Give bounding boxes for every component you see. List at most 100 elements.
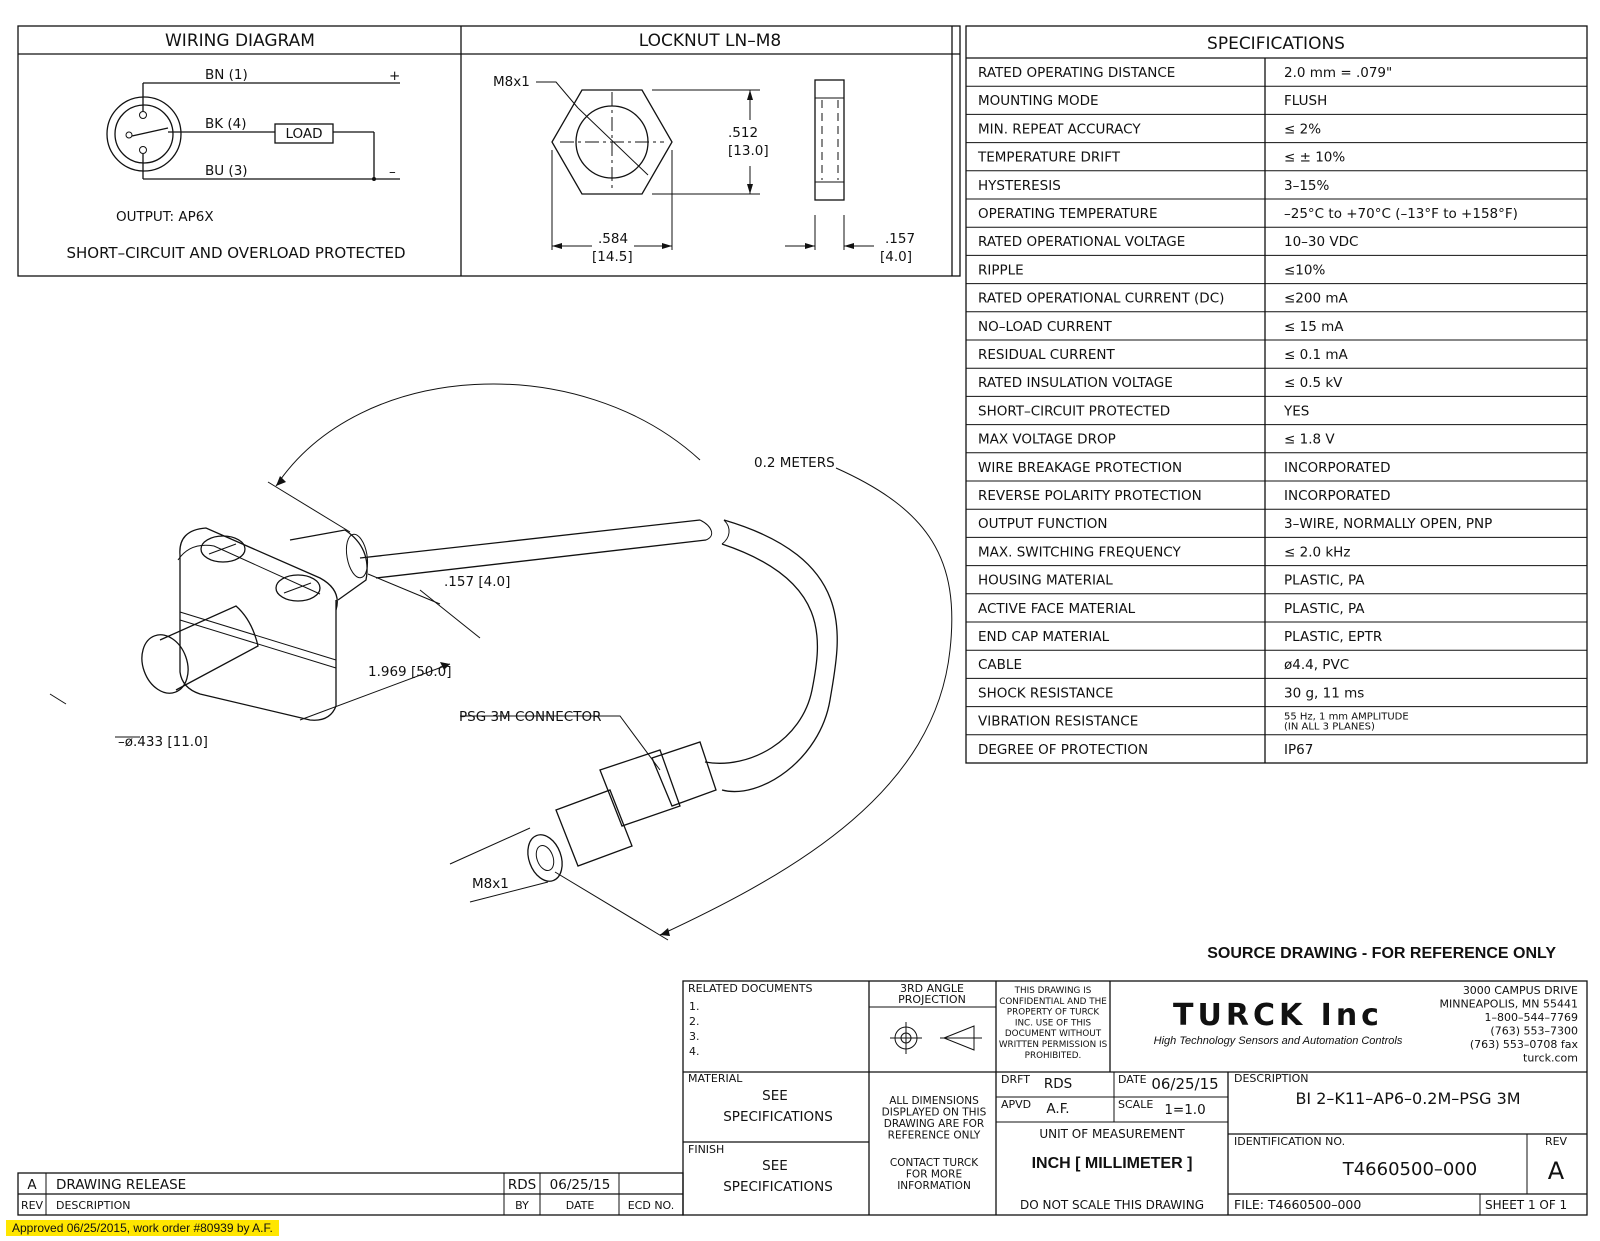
id-label: IDENTIFICATION NO. [1234,1135,1345,1148]
spec-value: INCORPORATED [1284,488,1390,504]
drawing-date: 06/25/15 [1151,1075,1218,1093]
spec-label: MAX VOLTAGE DROP [978,432,1116,448]
spec-label: RIPPLE [978,262,1024,278]
rev-entry-by: RDS [508,1177,536,1193]
spec-label: RATED OPERATIONAL CURRENT (DC) [978,291,1224,307]
spec-label: OUTPUT FUNCTION [978,516,1107,532]
rev-header-ecd: ECD NO. [628,1199,675,1212]
spec-label: CABLE [978,657,1022,673]
spec-label: WIRE BREAKAGE PROTECTION [978,460,1182,476]
material-value-line1: SEE [762,1088,788,1104]
approver: A.F. [1046,1101,1069,1117]
locknut-width-mm: [14.5] [592,249,633,265]
unit-value: INCH [ MILLIMETER ] [1032,1155,1193,1172]
spec-label: HYSTERESIS [978,178,1061,194]
spec-value: ≤10% [1284,262,1325,278]
mounting-screw-1 [200,535,246,563]
connector-face-inner [114,104,174,164]
related-doc-3: 3. [689,1030,700,1043]
dimensions-note-line: REFERENCE ONLY [888,1130,981,1142]
connector-nut [651,741,717,807]
spec-label: OPERATING TEMPERATURE [978,206,1158,222]
connector-pins [527,834,563,882]
spec-label: ACTIVE FACE MATERIAL [978,601,1136,617]
projection-line2: PROJECTION [898,993,966,1006]
spec-label: MAX. SWITCHING FREQUENCY [978,544,1181,560]
locknut-thickness-in: .157 [885,231,915,247]
spec-value: 55 Hz, 1 mm AMPLITUDE [1284,712,1409,723]
spec-value: PLASTIC, EPTR [1284,629,1382,645]
spec-value: ≤ 2.0 kHz [1284,544,1350,560]
finish-label: FINISH [688,1143,724,1156]
spec-label: RATED OPERATIONAL VOLTAGE [978,234,1185,250]
revision-letter: A [1548,1157,1565,1185]
wire-bk-label: BK (4) [205,116,247,132]
dim-433-label: –ø.433 [11.0] [118,734,208,750]
revision-block: A DRAWING RELEASE RDS 06/25/15 REV DESCR… [17,1172,684,1216]
spec-value: ≤ 0.5 kV [1284,375,1343,391]
dim-157-label: .157 [4.0] [444,574,510,590]
confidential-line: WRITTEN PERMISSION IS [999,1040,1108,1050]
locknut-title: LOCKNUT LN–M8 [639,31,781,51]
load-label: LOAD [285,126,322,142]
wiring-title: WIRING DIAGRAM [165,31,315,51]
rev-entry-letter: A [27,1177,37,1193]
related-doc-1: 1. [689,1000,700,1013]
rev-header-date: DATE [566,1199,595,1212]
rev-entry-description: DRAWING RELEASE [56,1177,186,1193]
locknut-drawing: M8x1 .512 [13.0] .584 [14.5] .157 [4.0] [493,74,915,265]
spec-value: 3–WIRE, NORMALLY OPEN, PNP [1284,516,1492,532]
address-line: 3000 CAMPUS DRIVE [1463,984,1578,997]
date-label: DATE [1118,1073,1147,1086]
spec-label: END CAP MATERIAL [978,629,1110,645]
spec-value: ø4.4, PVC [1284,657,1349,673]
unit-label: UNIT OF MEASUREMENT [1039,1127,1185,1141]
contact-note-line: CONTACT TURCK [890,1157,979,1169]
finish-value-line2: SPECIFICATIONS [723,1179,833,1195]
drft-label: DRFT [1001,1073,1030,1086]
nut-side-view [814,79,845,201]
spec-label: TEMPERATURE DRIFT [977,150,1121,166]
locknut-height-mm: [13.0] [728,143,769,159]
address-line: turck.com [1523,1052,1578,1065]
identification-number: T4660500–000 [1342,1159,1478,1180]
file-name: FILE: T4660500–000 [1234,1197,1361,1212]
material-label: MATERIAL [688,1072,743,1085]
related-docs-label: RELATED DOCUMENTS [688,982,813,995]
spec-label: DEGREE OF PROTECTION [978,742,1148,758]
scale-value: 1=1.0 [1164,1102,1205,1118]
plus-label: + [389,68,400,84]
spec-value: ≤ 0.1 mA [1284,347,1349,363]
cable-length-label: 0.2 METERS [754,455,835,471]
spec-label: NO–LOAD CURRENT [978,319,1113,335]
spec-value: ≤200 mA [1284,291,1349,307]
connector-face-outer [106,96,182,172]
spec-value-line2: (IN ALL 3 PLANES) [1284,722,1375,733]
rev-header-rev: REV [21,1199,44,1212]
rev-header-by: BY [515,1199,529,1212]
wire-bn-label: BN (1) [205,67,248,83]
spec-value: –25°C to +70°C (–13°F to +158°F) [1284,206,1518,222]
wiring-diagram: BN (1) BK (4) BU (3) + – LOAD OUTPUT: AP… [66,67,405,262]
confidential-line: PROHIBITED. [1025,1051,1082,1061]
contact-note-line: FOR MORE [906,1169,962,1181]
connector-thread-label: M8x1 [472,876,509,892]
description-label: DESCRIPTION [1234,1072,1308,1085]
spec-value: 3–15% [1284,178,1330,194]
sensor-isometric-drawing: 0.2 METERS .157 [4.0] 1.969 [50.0] [49,383,953,941]
sensor-body [179,555,337,721]
pin-1 [139,111,147,119]
dim-1969-label: 1.969 [50.0] [368,664,452,680]
wiring-locknut-frame: WIRING DIAGRAM LOCKNUT LN–M8 [17,25,961,277]
spec-value: IP67 [1284,742,1313,758]
dimensions-note-line: DISPLAYED ON THIS [882,1107,987,1119]
rev-header-description: DESCRIPTION [56,1199,130,1212]
spec-value: PLASTIC, PA [1284,573,1365,589]
confidential-line: CONFIDENTIAL AND THE [999,997,1107,1007]
mounting-screw-2 [275,574,321,602]
spec-label: VIBRATION RESISTANCE [978,714,1138,730]
